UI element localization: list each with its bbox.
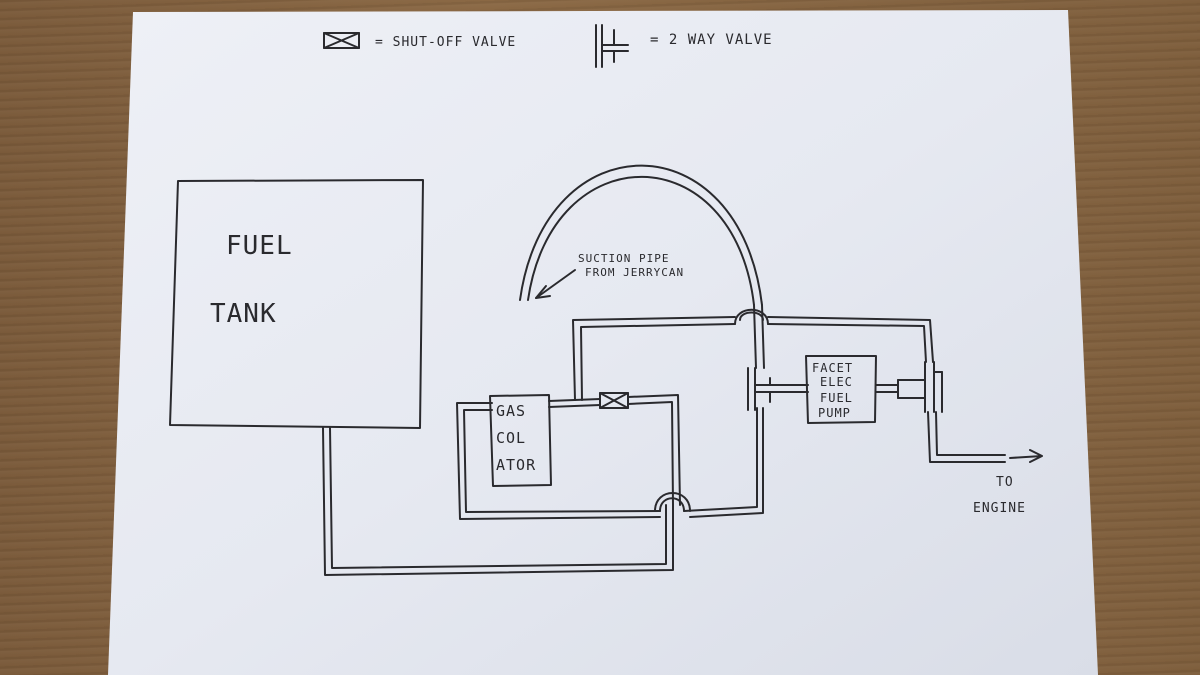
shutoff-valve-legend-icon bbox=[323, 32, 360, 49]
gascolator-label-line3: ATOR bbox=[496, 456, 536, 474]
shutoff-legend-label: = SHUT-OFF VALVE bbox=[375, 35, 516, 50]
gascolator-box bbox=[489, 394, 552, 487]
pump-label-line2: ELEC bbox=[820, 375, 853, 389]
engine-arrow bbox=[1009, 449, 1043, 463]
twoway-legend-label: = 2 WAY VALVE bbox=[650, 32, 773, 48]
paper-sheet bbox=[108, 10, 1098, 675]
gascolator-label-line2: COL bbox=[496, 429, 526, 447]
engine-label-line1: TO bbox=[996, 475, 1014, 490]
suction-pipe-outer bbox=[519, 164, 763, 306]
gascolator-lower-loop bbox=[456, 402, 661, 520]
suction-drop-pipe bbox=[753, 304, 765, 369]
two-way-valve-right-icon bbox=[897, 361, 943, 413]
fuel-pump-box bbox=[805, 355, 877, 424]
pump-label-line1: FACET bbox=[812, 361, 853, 375]
suction-pipe-inner bbox=[527, 176, 755, 306]
tank-outlet-pipe bbox=[322, 427, 674, 576]
pump-label-line3: FUEL bbox=[820, 391, 853, 405]
fuel-tank-box bbox=[169, 179, 424, 429]
fuel-tank-label-line2: TANK bbox=[210, 299, 277, 329]
suction-label-line2: FROM JERRYCAN bbox=[585, 266, 684, 279]
gascolator-label-line1: GAS bbox=[496, 402, 526, 420]
suction-arrow-shaft bbox=[535, 269, 576, 299]
suction-label-line1: SUCTION PIPE bbox=[578, 252, 669, 265]
gascolator-return-to-valve bbox=[683, 407, 764, 518]
fuel-tank-label-line1: FUEL bbox=[226, 231, 293, 261]
pump-label-line4: PUMP bbox=[818, 406, 851, 420]
shutoff-valve-icon bbox=[599, 392, 629, 409]
two-way-valve-left-icon bbox=[747, 367, 809, 411]
suction-arrow-head bbox=[535, 285, 551, 299]
pump-outlet-pipe bbox=[875, 384, 899, 393]
engine-outlet-pipe bbox=[927, 411, 1006, 463]
upper-bypass-pipe bbox=[572, 316, 934, 401]
two-way-valve-legend-icon bbox=[595, 24, 629, 68]
engine-label-line2: ENGINE bbox=[973, 501, 1026, 516]
